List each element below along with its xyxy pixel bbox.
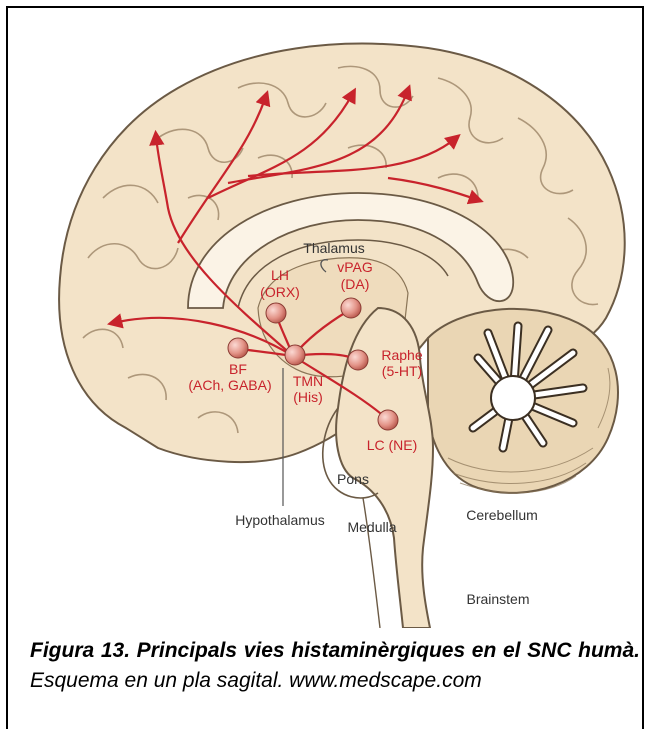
label-tmn-name: TMN	[293, 373, 323, 389]
nucleus-lh	[266, 303, 286, 323]
label-raphe-transmitter: (5-HT)	[382, 363, 422, 379]
label-tmn-transmitter: (His)	[293, 389, 323, 405]
caption-source: Esquema en un pla sagital. www.medscape.…	[30, 669, 482, 692]
label-bf-transmitter: (ACh, GABA)	[188, 377, 271, 393]
label-vpag-transmitter: (DA)	[341, 276, 370, 292]
label-bf-name: BF	[229, 361, 247, 377]
figure-caption: Figura 13. Principals vies histaminèrgiq…	[30, 636, 640, 696]
label-vpag-name: vPAG	[337, 259, 373, 275]
brain-sagittal-diagram: LH (ORX) vPAG (DA) BF (ACh, GABA) TMN (H…	[8, 8, 644, 628]
label-lh-name: LH	[271, 267, 289, 283]
nucleus-vpag	[341, 298, 361, 318]
nucleus-tmn	[285, 345, 305, 365]
cerebellum	[428, 309, 618, 493]
label-pons: Pons	[337, 471, 369, 487]
label-lh-transmitter: (ORX)	[260, 284, 300, 300]
caption-title: Figura 13. Principals vies histaminèrgiq…	[30, 639, 640, 662]
nucleus-lc	[378, 410, 398, 430]
label-raphe-name: Raphe	[381, 347, 422, 363]
nucleus-bf	[228, 338, 248, 358]
medulla-line	[363, 498, 380, 628]
label-brainstem: Brainstem	[466, 591, 529, 607]
label-cerebellum: Cerebellum	[466, 507, 538, 523]
label-thalamus: Thalamus	[303, 240, 364, 256]
label-lc-name: LC (NE)	[367, 437, 418, 453]
label-medulla: Medulla	[347, 519, 396, 535]
nucleus-raphe	[348, 350, 368, 370]
label-hypothalamus: Hypothalamus	[235, 512, 325, 528]
